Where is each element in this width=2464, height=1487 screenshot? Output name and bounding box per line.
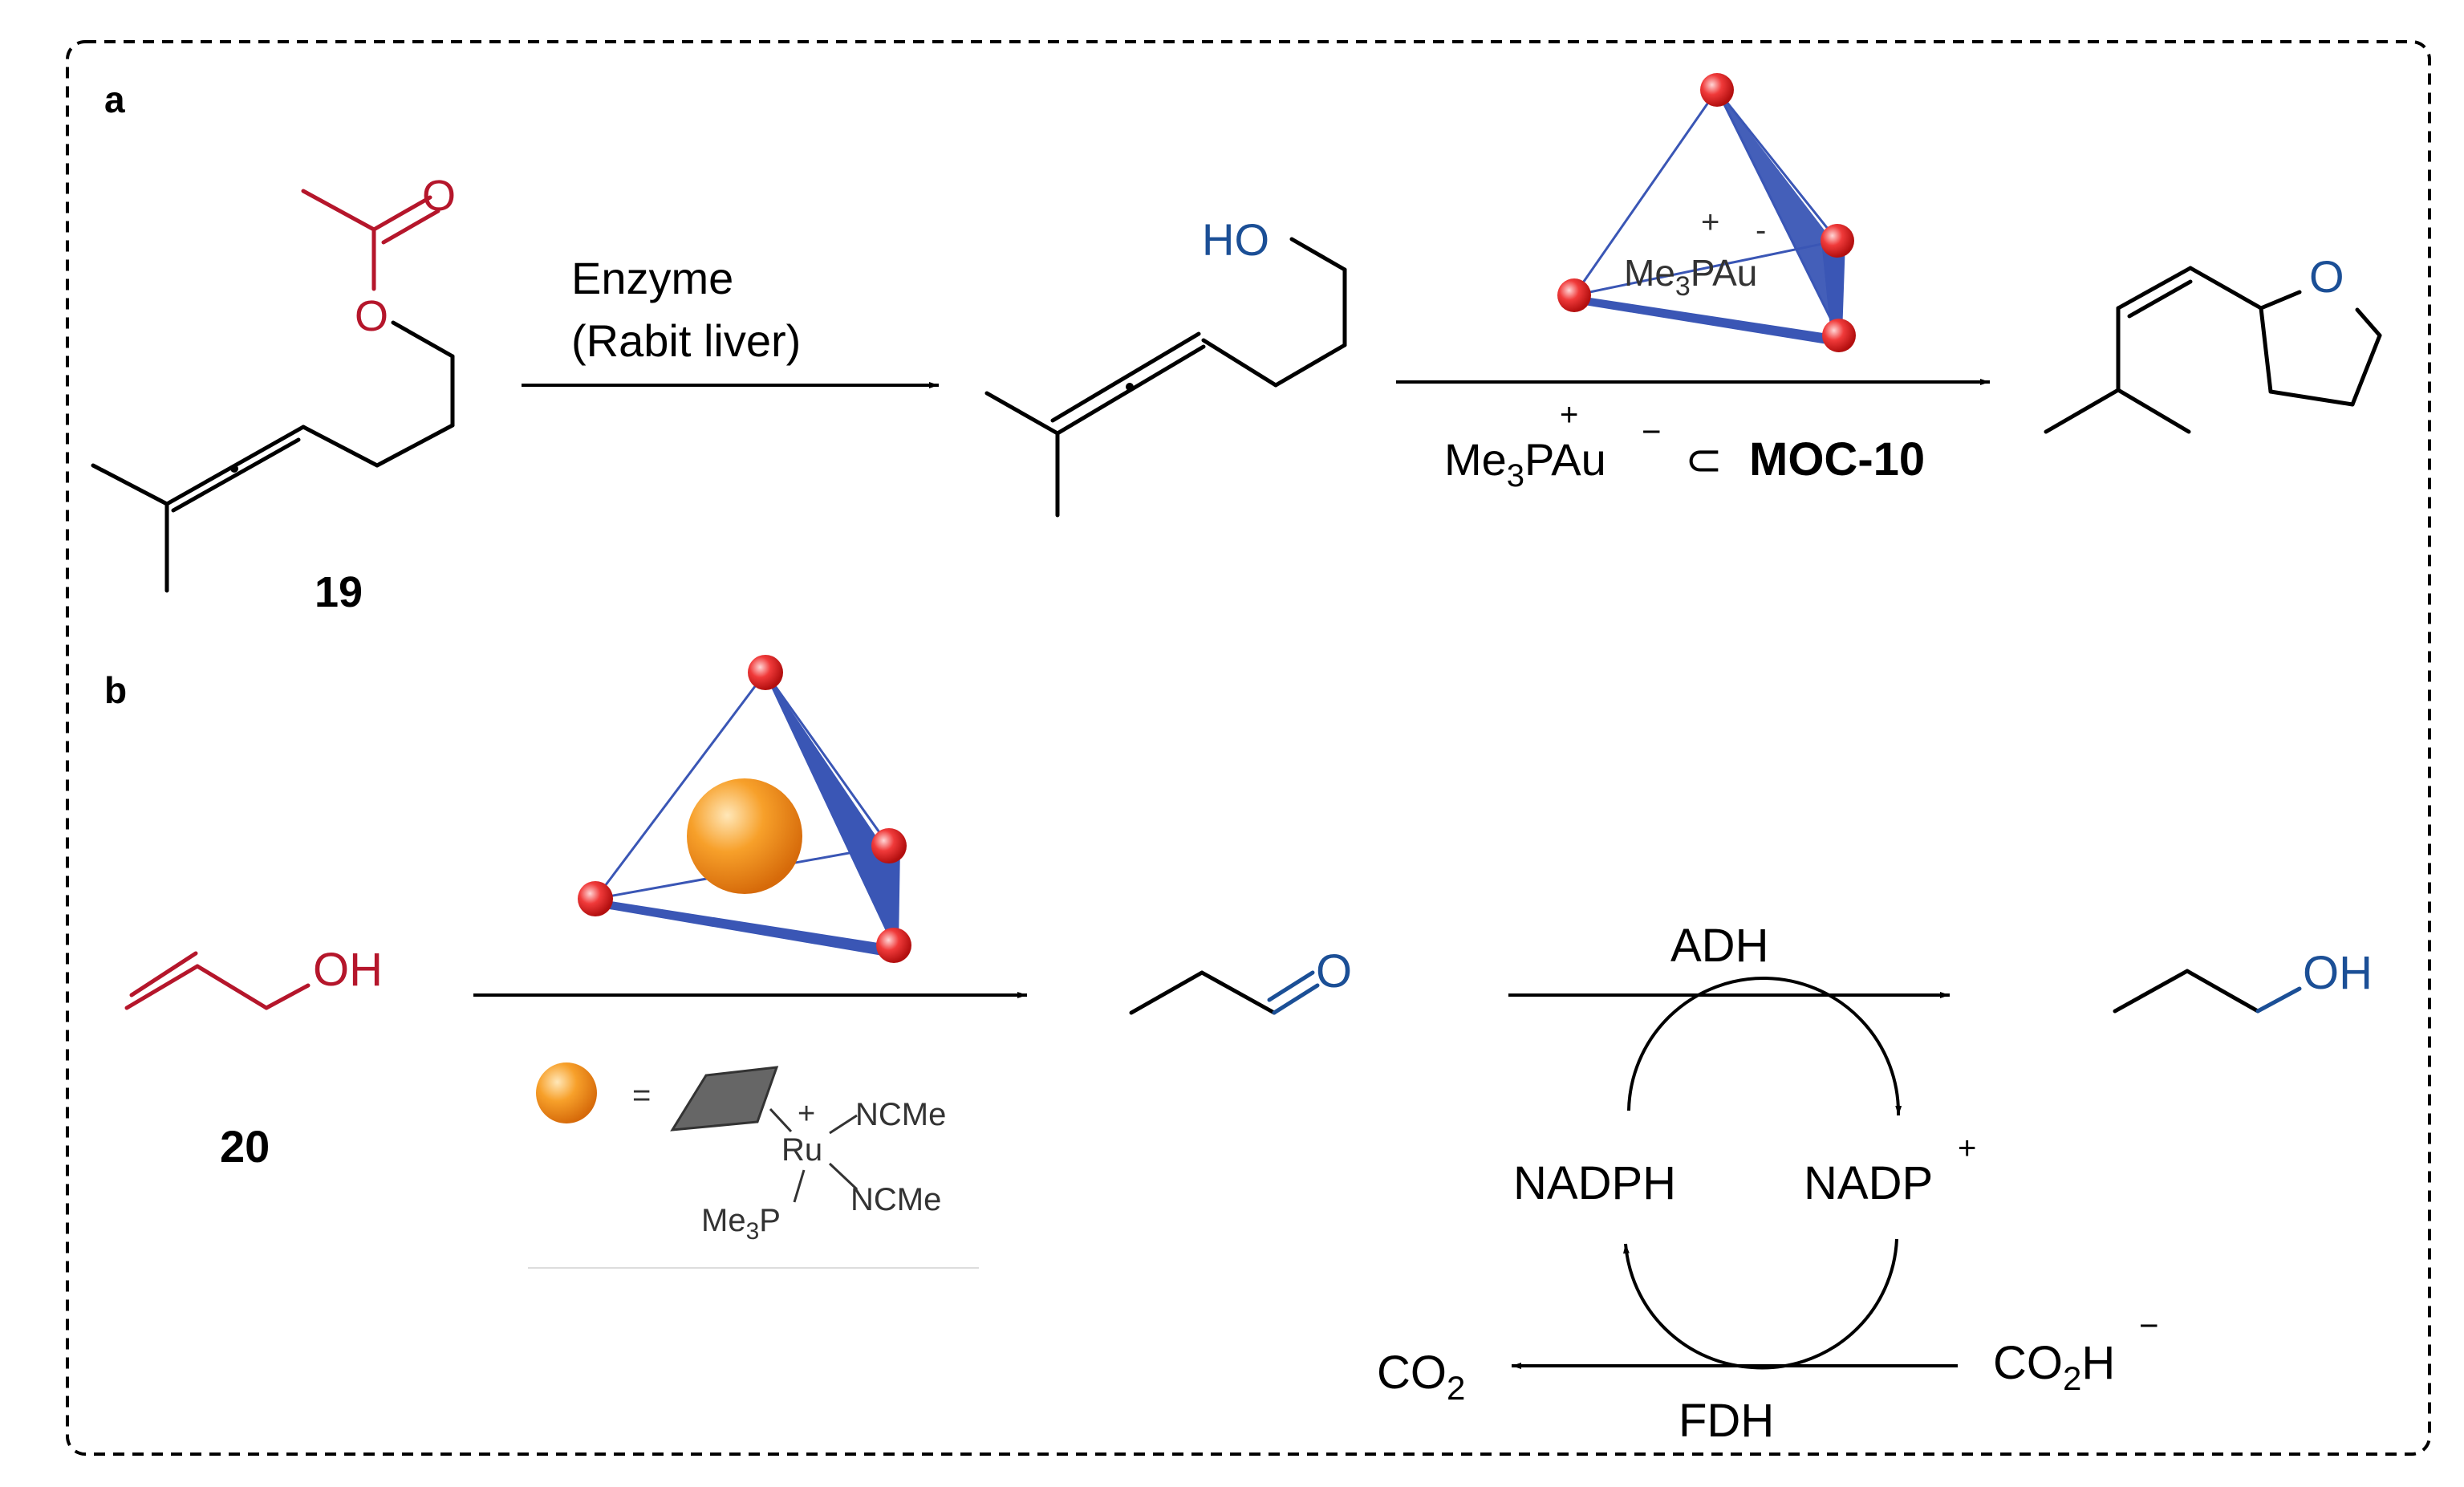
nadp-charge: + (1958, 1131, 1976, 1166)
cage-moc-10-a (1557, 73, 1856, 352)
propanol-structure (2113, 969, 2302, 1014)
ru-ligand-phosphine: Me3P (701, 1203, 781, 1245)
propanol-hydroxyl: OH (2303, 947, 2373, 999)
dashed-frame (66, 40, 2431, 1456)
allyl-alcohol-structure (124, 951, 311, 1010)
compound-20-number: 20 (220, 1121, 270, 1172)
allenol-hydroxyl: HO (1202, 214, 1269, 265)
catalyst-minus: − (1642, 412, 1662, 450)
aldehyde-oxygen: O (1316, 945, 1352, 997)
co2-label: CO2 (1377, 1347, 1465, 1407)
cage-guest-minus: - (1756, 213, 1766, 248)
formate-charge: − (2139, 1306, 2159, 1344)
enzyme-source-label: (Rabit liver) (571, 315, 801, 366)
formate-label: CO2H (1993, 1337, 2115, 1397)
host-moc-10: MOC-10 (1749, 433, 1925, 486)
compound-19-number: 19 (315, 568, 363, 616)
propanal-structure (1129, 970, 1320, 1015)
cofactor-cycle-arrows (1623, 976, 1902, 1370)
enzyme-label: Enzyme (571, 253, 733, 303)
subset-symbol: ⊂ (1685, 434, 1723, 485)
cage-guest-charge: + (1701, 205, 1719, 240)
thf-oxygen: O (2309, 251, 2344, 302)
fdh-label: FDH (1679, 1395, 1774, 1447)
compound-19-structure (91, 189, 455, 593)
panel-a-label: a (104, 79, 125, 120)
allyl-hydroxyl: OH (313, 944, 383, 996)
nadp-label: NADP (1804, 1157, 1933, 1209)
catalyst-plus: + (1560, 397, 1578, 433)
ru-ligand-ncme-2: NCMe (850, 1182, 941, 1217)
ketone-oxygen: O (422, 172, 456, 220)
allenol-structure (984, 237, 1347, 518)
legend-equals: = (632, 1078, 651, 1113)
ru-charge: + (798, 1097, 815, 1131)
catalyst-formula: Me3PAu (1444, 434, 1606, 494)
panel-b-label: b (104, 669, 127, 711)
ru-metal: Ru (781, 1132, 822, 1168)
nadph-label: NADPH (1513, 1157, 1676, 1209)
adh-label: ADH (1670, 920, 1768, 972)
cage-ru-host (578, 655, 911, 963)
cage-guest-formula: Me3PAu (1624, 252, 1757, 302)
ester-oxygen: O (355, 292, 388, 340)
ru-complex-legend (528, 1062, 979, 1269)
thf-product-structure (2044, 266, 2382, 434)
ru-ligand-ncme-1: NCMe (855, 1097, 946, 1132)
